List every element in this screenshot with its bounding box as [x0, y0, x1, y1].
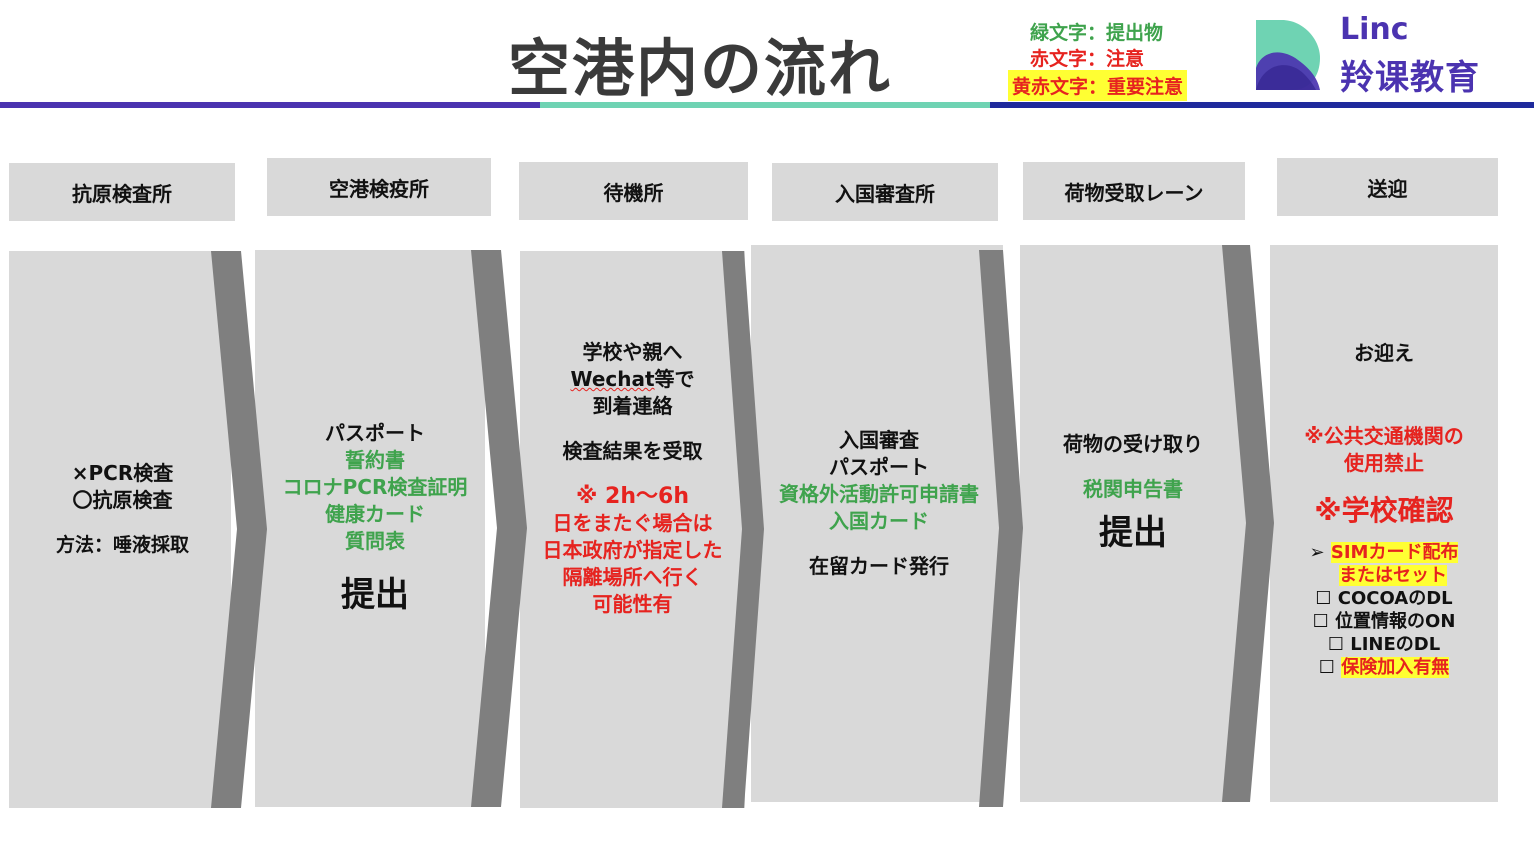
immigration-line: 入国審査: [839, 428, 919, 452]
checkbox-icon: ☐: [1312, 611, 1329, 632]
step-panel-immigration: [751, 245, 1003, 802]
work-permit-line: 資格外活動許可申請書: [779, 482, 979, 506]
questionnaire-line: 質問表: [345, 529, 405, 553]
contact-line-2: Wechat等で: [520, 366, 745, 393]
legend-red: 赤文字：注意: [1030, 48, 1145, 70]
sim-card-text-2: またはセット: [1339, 565, 1447, 586]
cocoa-text: COCOAのDL: [1337, 588, 1453, 609]
designated-line: 日本政府が指定した: [542, 538, 723, 562]
submit-label: 提出: [341, 575, 409, 615]
passport-line: パスポート: [325, 421, 425, 445]
legend-green: 緑文字：提出物: [1030, 22, 1164, 44]
overnight-line: 日をまたぐ場合は: [552, 511, 713, 535]
step-panel-antigen: [9, 251, 231, 808]
step-content-immigration: 入国審査 パスポート 資格外活動許可申請書 入国カード 在留カード発行: [755, 427, 1003, 580]
customs-line: 税関申告書: [1083, 477, 1183, 501]
arrow-bullet-icon: ➢: [1309, 542, 1325, 563]
school-confirm-line: ※学校確認: [1314, 494, 1454, 527]
test-result-line: 検査結果を受取: [562, 439, 703, 463]
pickup-line: お迎え: [1354, 341, 1414, 365]
checkbox-icon: ☐: [1318, 657, 1335, 678]
chevron-arrow-icon: [211, 251, 267, 808]
step-header-baggage: 荷物受取レーン: [1023, 162, 1245, 220]
logo-text-cn: 羚课教育: [1340, 58, 1480, 98]
contact-suffix: 等で: [654, 367, 695, 391]
step-header-immigration: 入国審査所: [772, 163, 998, 221]
logo-text-en: Linc: [1340, 12, 1409, 47]
step-content-quarantine: パスポート 誓約書 コロナPCR検査証明 健康カード 質問表 提出: [260, 420, 490, 617]
possibility-line: 可能性有: [592, 592, 673, 616]
pcr-test-line: ×PCR検査: [71, 461, 174, 485]
line-app-text: LINEのDL: [1350, 634, 1441, 655]
no-public-transport-line-2: 使用禁止: [1344, 451, 1424, 475]
chevron-arrow-icon: [1222, 245, 1274, 802]
divider-bar-purple: [0, 102, 540, 108]
wait-time-line: ※ 2h～6h: [576, 484, 689, 509]
chevron-arrow-icon: [722, 251, 764, 808]
legend-yellow-red: 黄赤文字：重要注意: [1008, 70, 1188, 101]
no-public-transport-line-1: ※公共交通機関の: [1304, 424, 1464, 448]
entry-card-line: 入国カード: [829, 509, 929, 533]
method-line: 方法：唾液採取: [55, 534, 189, 556]
baggage-line: 荷物の受け取り: [1063, 432, 1203, 456]
step-content-antigen: ×PCR検査 〇抗原検査 方法：唾液採取: [20, 460, 225, 559]
linc-logo-icon: [1256, 20, 1320, 90]
step-panel-waiting: [520, 251, 745, 808]
checkbox-icon: ☐: [1315, 588, 1332, 609]
checklist-item-location: ☐ 位置情報のON: [1270, 610, 1498, 633]
checklist-item-sim-cont: またはセット: [1270, 564, 1498, 587]
checklist-item-line: ☐ LINEのDL: [1270, 633, 1498, 656]
sim-card-text: SIMカード配布: [1330, 542, 1459, 563]
checklist: ➢ SIMカード配布 またはセット ☐ COCOAのDL ☐ 位置情報のON ☐…: [1270, 541, 1498, 679]
step-header-waiting: 待機所: [519, 162, 748, 220]
step-content-pickup: お迎え ※公共交通機関の 使用禁止 ※学校確認 ➢ SIMカード配布 またはセッ…: [1270, 340, 1498, 679]
quarantine-place-line: 隔離場所へ行く: [562, 565, 703, 589]
insurance-text: 保険加入有無: [1341, 657, 1450, 678]
passport-line: パスポート: [829, 455, 929, 479]
step-header-quarantine: 空港検疫所: [267, 158, 491, 216]
location-text: 位置情報のON: [1335, 611, 1456, 632]
contact-line-3: 到着連絡: [592, 394, 673, 418]
checklist-item-sim: ➢ SIMカード配布: [1270, 541, 1498, 564]
residence-card-line: 在留カード発行: [809, 554, 949, 578]
step-content-waiting: 学校や親へ Wechat等で 到着連絡 検査結果を受取 ※ 2h～6h 日をまた…: [520, 339, 745, 618]
contact-line-1: 学校や親へ: [582, 340, 683, 364]
divider-bar-navy: [990, 102, 1534, 108]
step-header-antigen: 抗原検査所: [9, 163, 235, 221]
pledge-line: 誓約書: [345, 448, 405, 472]
checklist-item-cocoa: ☐ COCOAのDL: [1270, 587, 1498, 610]
chevron-arrow-icon: [979, 250, 1023, 807]
divider-bar-teal: [540, 102, 990, 108]
submit-label: 提出: [1099, 513, 1167, 553]
step-panel-baggage: [1020, 245, 1250, 802]
step-content-baggage: 荷物の受け取り 税関申告書 提出: [1022, 431, 1244, 555]
wechat-text: Wechat: [570, 367, 655, 391]
pcr-certificate-line: コロナPCR検査証明: [282, 475, 468, 499]
health-card-line: 健康カード: [325, 502, 425, 526]
checklist-item-insurance: ☐ 保険加入有無: [1270, 656, 1498, 679]
step-header-pickup: 送迎: [1277, 158, 1498, 216]
checkbox-icon: ☐: [1327, 634, 1344, 655]
page-title: 空港内の流れ: [507, 32, 892, 105]
chevron-arrow-icon: [471, 250, 527, 807]
step-panel-pickup: [1270, 245, 1498, 802]
step-panel-quarantine: [255, 250, 485, 807]
antigen-test-line: 〇抗原検査: [72, 488, 173, 512]
